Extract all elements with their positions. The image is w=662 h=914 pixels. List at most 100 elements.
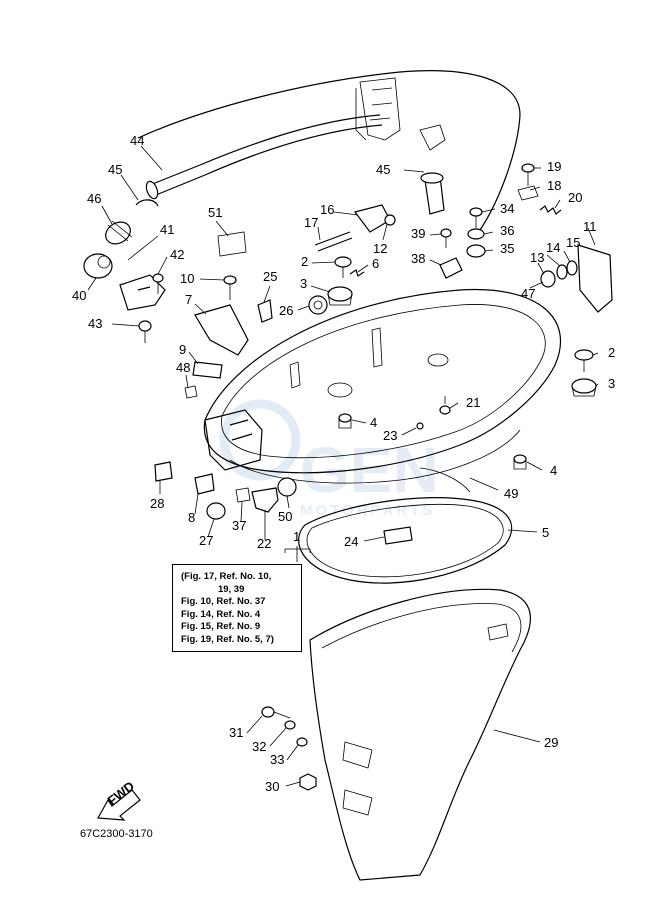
watermark-sub: MOTORPARTS	[300, 502, 435, 519]
callout-16: 16	[320, 202, 334, 217]
drawing-code: 67C2300-3170	[80, 828, 153, 840]
callout-5: 5	[542, 525, 549, 540]
callout-51: 51	[208, 205, 222, 220]
washer-32	[284, 720, 296, 730]
note-line-2: 19, 39	[181, 583, 245, 595]
callout-10: 10	[180, 271, 194, 286]
clip-45-right-ring	[420, 172, 444, 184]
top-cowling-outline	[137, 70, 521, 231]
grommet-26	[308, 295, 328, 315]
callout-38: 38	[411, 251, 425, 266]
callout-25: 25	[263, 269, 277, 284]
bottom-cowling-body	[203, 288, 561, 474]
spacer-9	[192, 361, 223, 379]
callout-35: 35	[500, 241, 514, 256]
grommet-3-right	[571, 378, 597, 397]
hose	[149, 114, 383, 196]
bolt-17	[314, 231, 353, 252]
callout-28: 28	[150, 496, 164, 511]
screw-39	[440, 228, 452, 248]
callout-9: 9	[179, 342, 186, 357]
callout-8: 8	[188, 510, 195, 525]
callout-37: 37	[232, 518, 246, 533]
lower-case-29	[309, 588, 531, 881]
bolt-19	[521, 163, 535, 186]
callout-22: 22	[257, 536, 271, 551]
pad-24	[383, 526, 413, 545]
washer-36	[467, 228, 485, 240]
spring-20	[539, 205, 562, 215]
top-cowling-hook	[419, 124, 446, 151]
grommet-27	[206, 502, 226, 520]
bolt-43	[138, 320, 152, 343]
callout-41: 41	[160, 222, 174, 237]
ring-14	[556, 264, 568, 280]
dowel-4-center	[338, 413, 352, 429]
grommet-35	[466, 244, 486, 258]
callout-14: 14	[546, 240, 560, 255]
callout-42: 42	[170, 247, 184, 262]
callout-43: 43	[88, 316, 102, 331]
knob-46	[105, 220, 133, 245]
bottom-cowling-rim	[221, 304, 546, 459]
screw-21	[439, 396, 451, 415]
cap-8	[194, 473, 215, 495]
cap-38	[439, 257, 463, 279]
callouts: 44 45 45 46 41 40 42 43 51 10 25 7 26 9 …	[72, 133, 615, 794]
note-line-3: Fig. 10, Ref. No. 37	[181, 596, 266, 607]
note-line-6: Fig. 19, Ref. No. 5, 7)	[181, 633, 274, 645]
leader-lines	[87, 145, 599, 787]
callout-48: 48	[176, 360, 190, 375]
callout-32: 32	[252, 739, 266, 754]
bracket-41	[119, 274, 166, 311]
callout-46: 46	[87, 191, 101, 206]
callout-45-right: 45	[376, 162, 390, 177]
cowling-hole	[427, 353, 449, 367]
callout-21: 21	[466, 395, 480, 410]
note-line-1: (Fig. 17, Ref. No. 10,	[181, 571, 272, 582]
callout-49: 49	[504, 486, 518, 501]
clip-45-left	[135, 199, 159, 207]
cowling-hole-2	[327, 382, 353, 398]
note-line-5: Fig. 15, Ref. No. 9	[181, 621, 261, 632]
watermark: GEN MOTORPARTS	[219, 399, 439, 519]
callout-50: 50	[278, 509, 292, 524]
plate-37	[235, 487, 251, 503]
grommet-28	[154, 461, 173, 482]
callout-36: 36	[500, 223, 514, 238]
seal-5	[298, 497, 513, 584]
cowling-ribs	[289, 327, 383, 389]
plate-18	[517, 185, 539, 201]
nut-30	[299, 773, 317, 791]
callout-23: 23	[383, 428, 397, 443]
grommet-13	[540, 270, 556, 288]
front-latch-assembly	[204, 409, 263, 471]
reference-note-box: (Fig. 17, Ref. No. 10, 19, 39 Fig. 10, R…	[172, 564, 302, 652]
watermark-main: GEN	[300, 434, 439, 506]
callout-12: 12	[373, 241, 387, 256]
seal-49	[419, 467, 471, 493]
screw-12	[384, 214, 396, 226]
lower-case-29-slot	[487, 623, 509, 641]
callout-47: 47	[521, 286, 535, 301]
callout-27: 27	[199, 533, 213, 548]
lower-case-29-fitting	[342, 741, 373, 816]
bolt-10	[223, 275, 237, 300]
callout-15: 15	[566, 235, 580, 250]
screw-31	[261, 706, 291, 719]
screw-2-right	[574, 349, 594, 372]
callout-4-center: 4	[370, 415, 377, 430]
clip-25	[257, 299, 273, 323]
screw-23	[416, 422, 424, 430]
top-cowling-bracket	[355, 87, 393, 141]
plug-50	[277, 477, 297, 497]
hose-end	[145, 180, 159, 200]
label-51	[217, 231, 247, 257]
fwd-arrow: FWD	[97, 778, 141, 821]
callout-30: 30	[265, 779, 279, 794]
callout-45-left: 45	[108, 162, 122, 177]
note-line-4: Fig. 14, Ref. No. 4	[181, 608, 261, 620]
callout-18: 18	[547, 178, 561, 193]
callout-39: 39	[411, 226, 425, 241]
